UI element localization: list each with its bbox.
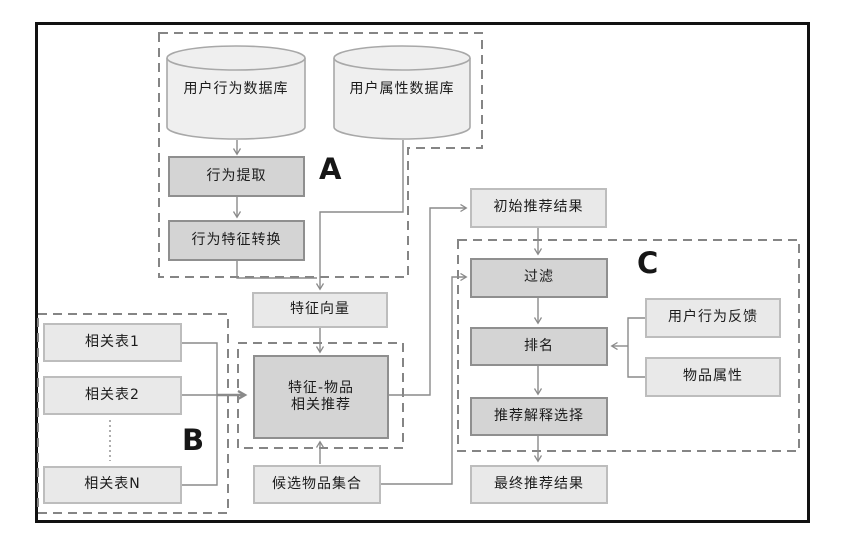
section-a-dashed-region xyxy=(158,32,483,278)
node-final-recommendation-result: 最终推荐结果 xyxy=(470,465,608,504)
node-feature-item-recommender: 特征-物品 相关推荐 xyxy=(253,355,389,439)
section-b-label: B xyxy=(182,423,205,457)
node-initial-recommendation-result: 初始推荐结果 xyxy=(470,188,607,228)
feature-item-recommender-line1: 特征-物品 xyxy=(287,379,355,396)
node-user-behavior-feedback: 用户行为反馈 xyxy=(645,298,781,338)
node-ranking: 排名 xyxy=(470,327,608,366)
section-b-dashed-region xyxy=(37,313,229,514)
node-user-attribute-db: 用户属性数据库 xyxy=(349,81,455,97)
arrow-recommender-to-initial-result xyxy=(389,208,466,396)
node-item-attributes: 物品属性 xyxy=(645,357,781,397)
section-c-label: C xyxy=(637,246,659,280)
arrow-candidate-set-to-filtering xyxy=(381,277,466,485)
node-related-table-2: 相关表2 xyxy=(43,376,182,415)
feature-item-recommender-line2: 相关推荐 xyxy=(291,397,351,413)
section-a-label: A xyxy=(319,152,342,186)
node-behavior-feature-conversion: 行为特征转换 xyxy=(168,220,305,261)
node-related-table-1: 相关表1 xyxy=(43,323,182,362)
line-feedback-attributes-merge xyxy=(627,317,645,378)
node-filtering: 过滤 xyxy=(470,258,608,298)
node-feature-vector: 特征向量 xyxy=(252,292,388,328)
node-user-behavior-db: 用户行为数据库 xyxy=(183,81,289,97)
user-behavior-db-cylinder xyxy=(166,45,306,140)
node-recommendation-explanation-selection: 推荐解释选择 xyxy=(470,397,608,436)
arrow-attribute-db-to-feature-vector xyxy=(320,140,404,289)
section-c-dashed-region xyxy=(457,239,800,452)
user-attribute-db-cylinder xyxy=(333,45,471,140)
node-related-table-n: 相关表N xyxy=(43,466,182,504)
line-related-tables-merge xyxy=(182,342,218,486)
line-conversion-to-feature-vector xyxy=(236,261,317,279)
node-candidate-item-set: 候选物品集合 xyxy=(253,465,381,504)
node-behavior-extraction: 行为提取 xyxy=(168,156,305,197)
